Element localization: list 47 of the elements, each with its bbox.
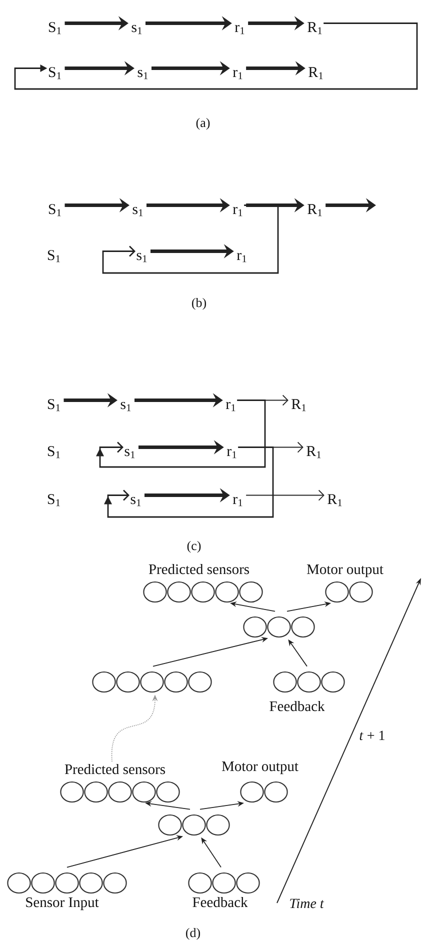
neuron-row [243,616,315,638]
symbol-label: S$_{1}$ [48,250,60,262]
symbol-label: S$_{1}$ [48,67,61,80]
symbol-label: s$_{1}$ [132,206,143,216]
layer-label: Predicted sensors [64,764,166,774]
symbol-label: r$_{1}$ [232,70,242,80]
symbol-label: R$_{1}$ [328,494,342,506]
symbol-label: s$_{1}$ [132,24,142,34]
symbol-label: r$_{1}$ [232,496,242,506]
symbol-label: R$_{1}$ [292,399,306,412]
symbol-label: r$_{1}$ [226,448,236,458]
feedback-arrow [102,204,279,274]
neuron-row [92,671,212,693]
feedback-arrow [104,446,274,518]
time-label: Time t [290,898,324,908]
panel-label: (d) [186,928,200,940]
panel-label: (a) [196,118,210,130]
symbol-label: R$_{1}$ [308,204,322,216]
symbol-label: r$_{1}$ [234,24,244,34]
layer-label: Predicted sensors [148,564,250,574]
feedback-arrow [14,22,418,90]
layer-label: Motor output [306,564,384,578]
symbol-label: S$_{1}$ [48,204,61,216]
panel-label: (b) [192,298,206,310]
symbol-label: s$_{1}$ [130,496,141,506]
symbol-label: s$_{1}$ [124,448,135,458]
symbol-label: R$_{1}$ [308,22,322,34]
symbol-label: r$_{1}$ [236,252,246,262]
symbol-label: S$_{1}$ [48,22,61,34]
layer-label: Feedback [192,896,248,908]
symbol-label: R$_{1}$ [306,446,321,458]
neuron-row [158,814,230,836]
layer-label: Feedback [270,700,325,712]
symbol-label: S$_{1}$ [48,446,60,458]
symbol-label: S$_{1}$ [48,494,60,506]
symbol-label: s$_{1}$ [138,70,148,80]
layer-label: Motor output [222,762,298,774]
symbol-label: s$_{1}$ [120,402,131,412]
symbol-label: S$_{1}$ [48,399,60,412]
symbol-label: R$_{1}$ [308,67,323,80]
symbol-label: r$_{1}$ [232,206,242,216]
symbol-label: s$_{1}$ [136,252,147,262]
time-label: t + 1 [360,730,384,740]
layer-label: Sensor Input [26,897,99,910]
arrow [246,490,324,501]
feedback-arrow [96,400,266,468]
symbol-label: r$_{1}$ [226,402,236,412]
